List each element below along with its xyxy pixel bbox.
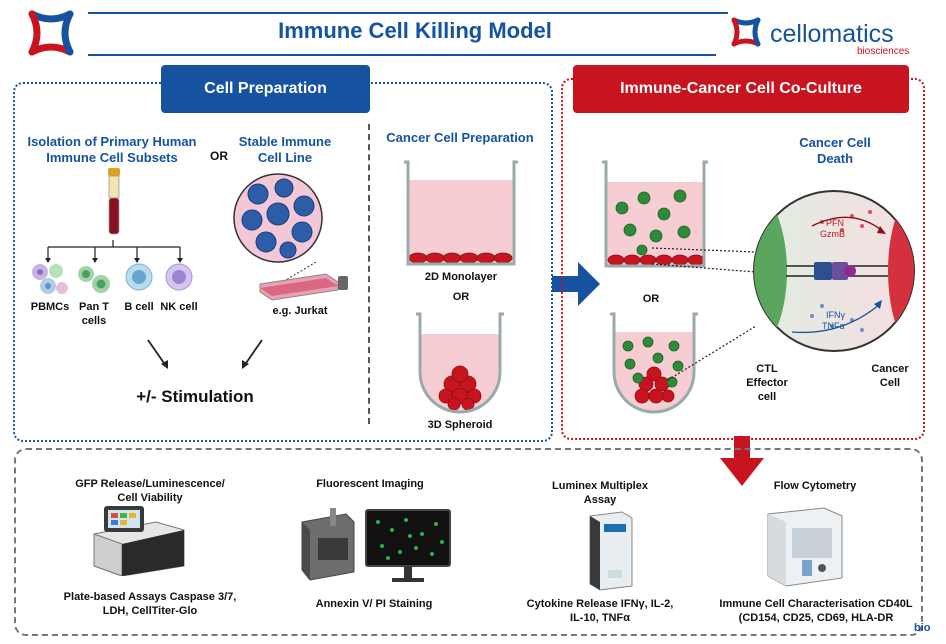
monolayer-well-icon <box>402 158 520 268</box>
cancer-cell-death-title: Cancer Cell Death <box>799 135 871 166</box>
blood-tube-icon <box>104 168 124 240</box>
prep-divider <box>368 124 370 424</box>
b-cell-icon <box>124 262 154 292</box>
pfn-label: PFN <box>826 218 844 228</box>
assay-1-title: GFP Release/Luminescence/ Cell Viability <box>75 478 225 504</box>
assay-1-caption: Plate-based Assays Caspase 3/7, LDH, Cel… <box>63 591 237 617</box>
coculture-or-label: OR <box>642 293 660 305</box>
flow-cytometer-icon <box>762 504 848 588</box>
assay-4-title: Flow Cytometry <box>773 480 857 492</box>
pbmc-cells-icon <box>30 262 70 298</box>
nk-cell-icon <box>164 262 194 292</box>
plate-reader-icon <box>86 504 188 576</box>
stimulation-arrows-icon <box>140 336 270 372</box>
b-cell-label: B cell <box>124 301 154 313</box>
assay-4-caption: Immune Cell Characterisation CD40L (CD15… <box>719 598 913 624</box>
coculture-header: Immune-Cancer Cell Co-Culture <box>573 65 909 113</box>
monitor-icon <box>364 508 452 584</box>
assay-2-title: Fluorescent Imaging <box>316 478 424 490</box>
down-arrow-icon <box>720 436 764 486</box>
right-arrow-icon <box>552 262 600 306</box>
immune-synapse-icon <box>752 186 916 356</box>
cell-tree-icon <box>40 240 190 265</box>
stable-cell-line-title: Stable Immune Cell Line <box>238 134 332 165</box>
page-title: Immune Cell Killing Model <box>278 18 552 43</box>
pbmc-label: PBMCs <box>30 301 70 313</box>
jurkat-label: e.g. Jurkat <box>272 305 328 317</box>
assay-3-caption: Cytokine Release IFNγ, IL-2, IL-10, TNFα <box>526 598 674 624</box>
brand-name: cellomatics <box>770 20 894 48</box>
monolayer-label: 2D Monolayer <box>424 271 498 283</box>
microscope-icon <box>296 508 358 582</box>
pan-t-cells-icon <box>76 264 112 296</box>
header-line-left <box>88 12 728 14</box>
assays-panel <box>14 448 923 636</box>
logo-left <box>22 4 80 62</box>
or-label-1: OR <box>210 149 228 163</box>
jurkat-cells-icon <box>232 172 324 264</box>
pan-t-label: Pan T cells <box>79 301 109 327</box>
assay-3-title: Luminex Multiplex Assay <box>552 480 648 506</box>
luminex-icon <box>586 510 634 592</box>
ifng-label: IFNγ <box>826 310 845 320</box>
ctl-label: CTL Effector cell <box>746 363 788 403</box>
cancer-prep-title: Cancer Cell Preparation <box>386 130 534 145</box>
stimulation-label: +/- Stimulation <box>136 387 254 406</box>
brand-sub: biosciences <box>857 46 910 57</box>
tnfa-label: TNFα <box>822 321 845 331</box>
or-label-2: OR <box>452 291 470 303</box>
coculture-spheroid-well-icon <box>608 312 700 416</box>
cancer-cell-label: Cancer Cell <box>871 363 909 389</box>
nk-cell-label: NK cell <box>160 301 198 313</box>
header-line-bottom <box>88 54 716 56</box>
zoom-connectors <box>648 240 760 390</box>
spheroid-well-icon <box>414 312 506 416</box>
primary-cells-title: Isolation of Primary Human Immune Cell S… <box>27 134 197 165</box>
brand-logo-icon <box>728 14 764 50</box>
biorender-watermark: bio <box>914 622 931 634</box>
gzmb-label: GzmB <box>820 229 846 239</box>
spheroid-label: 3D Spheroid <box>427 419 493 431</box>
assay-2-caption: Annexin V/ PI Staining <box>315 598 433 610</box>
coculture-monolayer-well-icon <box>600 158 710 270</box>
culture-flask-icon <box>256 262 356 304</box>
cell-prep-header: Cell Preparation <box>161 65 370 113</box>
